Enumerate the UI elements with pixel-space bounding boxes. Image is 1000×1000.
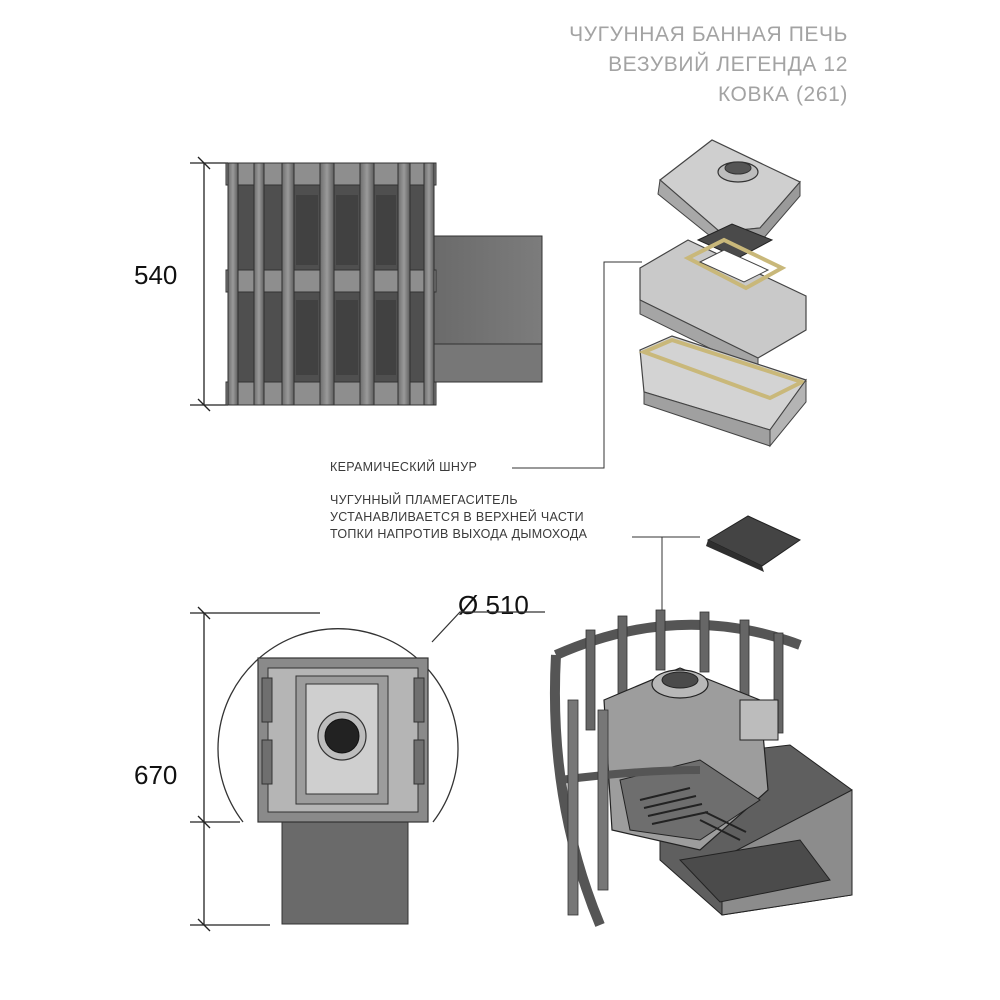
diameter-dimension-label: Ø 510 xyxy=(458,590,529,620)
height-dimension-line xyxy=(190,156,228,412)
height-dimension-label: 540 xyxy=(134,260,178,290)
ceramic-cord-leader xyxy=(512,261,642,469)
depth-dimension-label: 670 xyxy=(134,760,178,790)
ceramic-cord-caption: КЕРАМИЧЕСКИЙ ШНУР xyxy=(330,460,478,474)
product-title: ЧУГУННАЯ БАННАЯ ПЕЧЬ ВЕЗУВИЙ ЛЕГЕНДА 12 … xyxy=(569,20,848,110)
exploded-top-cover xyxy=(657,139,801,246)
cutaway-grid-back-bars xyxy=(585,609,784,734)
cutaway-grid-front-edge xyxy=(549,654,605,927)
front-view-inner-segments xyxy=(296,195,396,375)
front-view-drawing xyxy=(190,156,543,412)
flame-arrester-caption-line-2: УСТАНАВЛИВАЕТСЯ В ВЕРХНЕЙ ЧАСТИ xyxy=(330,510,584,524)
exploded-view-drawing xyxy=(512,139,808,469)
cutaway-grid-front-bars xyxy=(567,699,609,916)
cutaway-grates xyxy=(639,787,747,841)
flame-arrester-caption-line-1: ЧУГУННЫЙ ПЛАМЕГАСИТЕЛЬ xyxy=(330,493,518,507)
cutaway-tunnel-floor xyxy=(678,839,831,903)
flame-arrester-caption: ЧУГУННЫЙ ПЛАМЕГАСИТЕЛЬ УСТАНАВЛИВАЕТСЯ В… xyxy=(330,492,587,543)
front-view-tunnel-lower xyxy=(429,343,543,383)
cutaway-chimney-opening xyxy=(661,671,699,689)
front-view-tunnel-upper xyxy=(429,235,543,345)
top-view-circle-outline xyxy=(217,628,459,823)
title-line-1: ЧУГУННАЯ БАННАЯ ПЕЧЬ xyxy=(569,23,848,46)
title-line-2: ВЕЗУВИЙ ЛЕГЕНДА 12 xyxy=(608,53,848,76)
title-line-3: КОВКА (261) xyxy=(717,83,848,106)
cutaway-firebox-interior xyxy=(619,759,761,841)
depth-dimension-line xyxy=(190,606,320,932)
top-view-chimney-opening xyxy=(324,718,360,754)
flame-arrester-caption-line-3: ТОПКИ НАПРОТИВ ВЫХОДА ДЫМОХОДА xyxy=(330,527,588,541)
diameter-leader xyxy=(431,611,545,643)
exploded-lower-body xyxy=(638,335,808,448)
top-view-drawing xyxy=(190,606,545,932)
front-view-bars xyxy=(227,162,435,406)
cutaway-view-drawing xyxy=(549,609,853,927)
cutaway-side-panel xyxy=(739,699,779,741)
top-view-tunnel xyxy=(281,821,409,925)
top-view-side-lugs xyxy=(261,677,425,785)
